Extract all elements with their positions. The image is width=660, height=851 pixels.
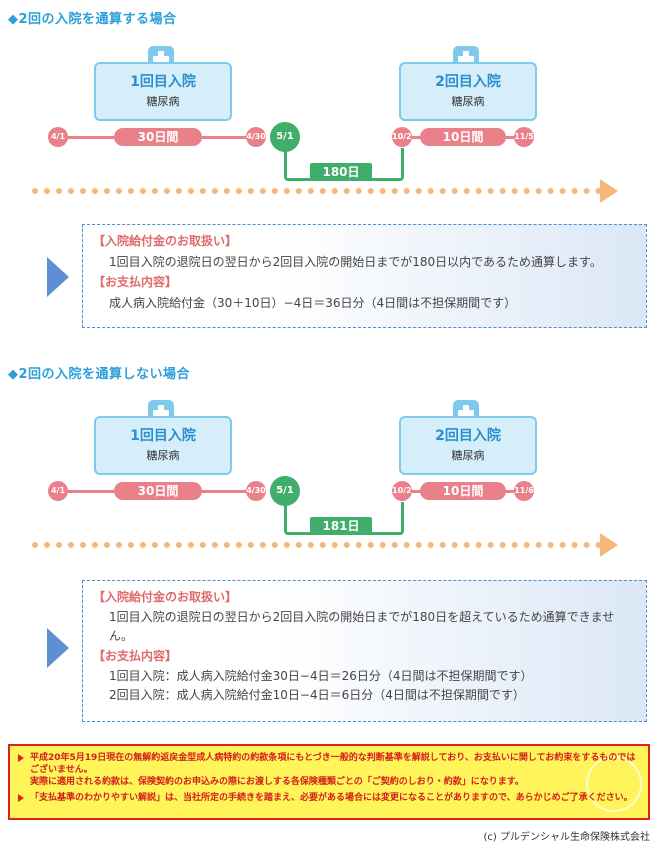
notice-item: 「支払基準のわかりやすい解説」は、当社所定の手続きを踏まえ、必要がある場合には変… — [18, 792, 640, 804]
stay1-end-date: 4/30 — [246, 481, 266, 501]
gap-start-date: 5/1 — [270, 476, 300, 506]
stay1-duration: 30日間 — [114, 482, 202, 500]
timeline-arrow-line — [32, 188, 602, 194]
right-arrow-icon — [600, 533, 618, 557]
gap-start-date: 5/1 — [270, 122, 300, 152]
stay2-end-date: 11/6 — [514, 481, 534, 501]
info-text-payment-1: 1回目入院：成人病入院給付金30日−4日＝26日分（4日間は不担保期間です） — [109, 669, 533, 683]
stay1-title: 1回目入院 — [130, 428, 196, 444]
info-text-handling: 1回目入院の退院日の翌日から2回目入院の開始日までが180日を超えているため通算… — [109, 610, 615, 643]
timeline-arrow-line — [32, 542, 602, 548]
notice-text-1: 平成20年5月19日現在の無解約返戻金型成人病特約の約款条項にもとづき一般的な判… — [30, 753, 636, 775]
stay2-card: 2回目入院 糖尿病 — [399, 416, 537, 475]
stay2-duration: 10日間 — [420, 128, 506, 146]
info-heading-payment: 【お支払内容】 — [93, 649, 178, 663]
info-heading-payment: 【お支払内容】 — [93, 275, 178, 289]
triangle-pointer-icon — [47, 257, 69, 297]
stay1-card: 1回目入院 糖尿病 — [94, 62, 232, 121]
stay1-disease: 糖尿病 — [146, 449, 180, 462]
info-heading-handling: 【入院給付金のお取扱い】 — [93, 234, 238, 248]
right-arrow-icon — [600, 179, 618, 203]
stay2-duration: 10日間 — [420, 482, 506, 500]
section1-title: ◆2回の入院を通算する場合 — [8, 12, 177, 27]
notice-text-2: 「支払基準のわかりやすい解説」は、当社所定の手続きを踏まえ、必要がある場合には変… — [30, 793, 633, 803]
stay1-start-date: 4/1 — [48, 127, 68, 147]
stay2-end-date: 11/5 — [514, 127, 534, 147]
section2-info-box: 【入院給付金のお取扱い】 1回目入院の退院日の翌日から2回目入院の開始日までが1… — [82, 580, 647, 722]
stay2-start-date: 10/27 — [392, 127, 412, 147]
stay2-disease: 糖尿病 — [451, 95, 485, 108]
disclaimer-notice: 平成20年5月19日現在の無解約返戻金型成人病特約の約款条項にもとづき一般的な判… — [8, 744, 650, 820]
stay1-card: 1回目入院 糖尿病 — [94, 416, 232, 475]
copyright: (c) プルデンシャル生命保険株式会社 — [483, 832, 650, 843]
info-text-payment-2: 2回目入院：成人病入院給付金10日−4日＝6日分（4日間は不担保期間です） — [109, 688, 525, 702]
info-text-handling: 1回目入院の退院日の翌日から2回目入院の開始日までが180日以内であるため通算し… — [109, 255, 602, 269]
gap-days: 181日 — [310, 517, 372, 535]
info-heading-handling: 【入院給付金のお取扱い】 — [93, 590, 238, 604]
notice-item: 平成20年5月19日現在の無解約返戻金型成人病特約の約款条項にもとづき一般的な判… — [18, 752, 640, 788]
section2-title: ◆2回の入院を通算しない場合 — [8, 367, 191, 382]
notice-text-1b: 実際に適用される約款は、保険契約のお申込みの際にお渡しする各保険種類ごとの「ご契… — [30, 777, 524, 787]
stay2-disease: 糖尿病 — [451, 449, 485, 462]
triangle-pointer-icon — [47, 628, 69, 668]
stay2-title: 2回目入院 — [435, 74, 501, 90]
stay1-duration: 30日間 — [114, 128, 202, 146]
gap-days: 180日 — [310, 163, 372, 181]
stay1-start-date: 4/1 — [48, 481, 68, 501]
stay1-title: 1回目入院 — [130, 74, 196, 90]
bullet-triangle-icon — [18, 754, 24, 762]
stay1-disease: 糖尿病 — [146, 95, 180, 108]
info-text-payment: 成人病入院給付金（30＋10日）−4日＝36日分（4日間は不担保期間です） — [109, 296, 517, 310]
bullet-triangle-icon — [18, 794, 24, 802]
section1-info-box: 【入院給付金のお取扱い】 1回目入院の退院日の翌日から2回目入院の開始日までが1… — [82, 224, 647, 328]
stay2-title: 2回目入院 — [435, 428, 501, 444]
stay1-end-date: 4/30 — [246, 127, 266, 147]
decorative-seal — [586, 756, 642, 812]
stay2-card: 2回目入院 糖尿病 — [399, 62, 537, 121]
stay2-start-date: 10/28 — [392, 481, 412, 501]
